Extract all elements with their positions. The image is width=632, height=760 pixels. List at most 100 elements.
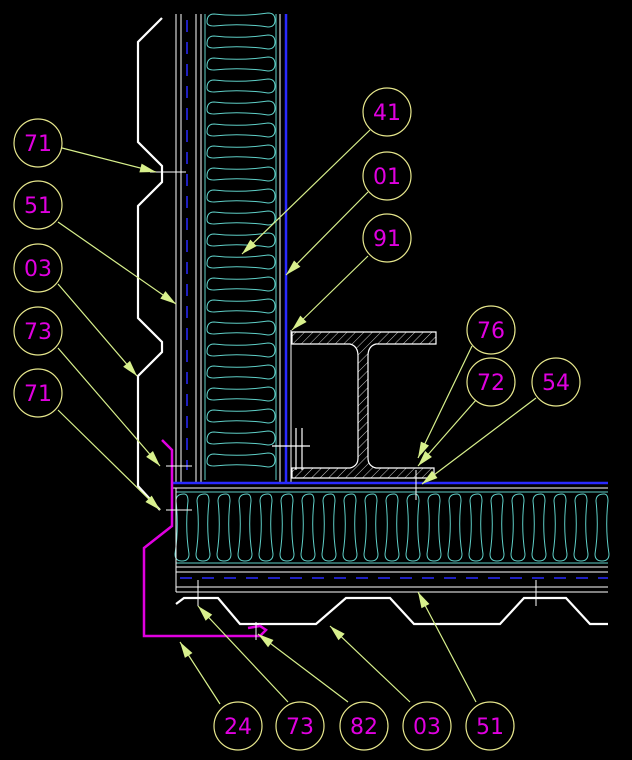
- leader-arrowhead-9: [418, 441, 430, 458]
- wall-insulation-lobe: [206, 166, 276, 182]
- callout-bubble: [13, 306, 63, 356]
- roof-insulation-lobe: [258, 493, 274, 562]
- leader-line-8: [291, 255, 369, 331]
- roof-insulation-lobe: [279, 493, 295, 562]
- callout-c15: 03: [402, 701, 452, 751]
- callout-label: 71: [24, 132, 52, 157]
- callout-c5: 71: [13, 368, 63, 418]
- wall-insulation-lobe: [206, 210, 276, 226]
- callout-bubble: [13, 118, 63, 168]
- wall-insulation-lobe: [206, 144, 276, 160]
- wall-insulation-lobe: [206, 100, 276, 116]
- roof-assembly: [172, 470, 610, 626]
- roof-insulation-pattern: [174, 493, 610, 562]
- callout-c1: 71: [13, 118, 63, 168]
- callout-label: 01: [373, 165, 401, 190]
- callout-bubble: [339, 701, 389, 751]
- leader-arrowhead-16: [418, 592, 430, 609]
- roof-insulation-lobe: [426, 493, 442, 562]
- callout-label: 03: [413, 715, 441, 740]
- callout-label: 82: [350, 715, 378, 740]
- leader-line-6: [241, 129, 371, 255]
- wall-insulation-lobe: [206, 78, 276, 94]
- callout-bubble: [466, 305, 516, 355]
- leader-arrowhead-11: [422, 470, 438, 484]
- wall-insulation-lobe: [206, 364, 276, 380]
- callout-label: 91: [373, 227, 401, 252]
- leader-arrowhead-14: [258, 634, 274, 648]
- roof-insulation-lobe: [342, 493, 358, 562]
- callout-c7: 01: [362, 151, 412, 201]
- roof-insulation-lobe: [573, 493, 589, 562]
- callout-label: 71: [24, 382, 52, 407]
- callout-c11: 54: [531, 357, 581, 407]
- leader-line-2: [57, 221, 177, 305]
- callout-label: 54: [542, 371, 570, 396]
- roof-insulation-lobe: [552, 493, 568, 562]
- wall-outer-profiled-sheet: [136, 17, 164, 511]
- leader-arrowhead-12: [180, 642, 193, 658]
- callout-label: 51: [24, 194, 52, 219]
- wall-insulation-lobe: [206, 12, 276, 28]
- callout-label: 24: [224, 715, 252, 740]
- callout-bubble: [362, 87, 412, 137]
- callout-bubble: [402, 701, 452, 751]
- callout-label: 76: [477, 319, 505, 344]
- wall-insulation-pattern: [206, 12, 276, 468]
- leader-line-5: [57, 409, 161, 511]
- roof-insulation-lobe: [216, 493, 232, 562]
- callout-bubble: [213, 701, 263, 751]
- roof-profiled-deck: [175, 596, 608, 626]
- callout-c14: 82: [339, 701, 389, 751]
- leader-arrowhead-8: [292, 315, 307, 330]
- wall-insulation-lobe: [206, 452, 276, 468]
- wall-insulation-lobe: [206, 386, 276, 402]
- wall-insulation-lobe: [206, 276, 276, 292]
- wall-insulation-lobe: [206, 34, 276, 50]
- leader-arrowhead-3: [123, 360, 137, 376]
- wall-insulation-lobe: [206, 56, 276, 72]
- wall-insulation-lobe: [206, 298, 276, 314]
- leader-arrowhead-10: [418, 451, 432, 466]
- leader-line-15: [329, 625, 411, 703]
- wall-insulation-lobe: [206, 232, 276, 248]
- callout-label: 51: [476, 715, 504, 740]
- callout-bubble: [13, 243, 63, 293]
- callout-label: 72: [477, 371, 505, 396]
- leader-line-11: [421, 397, 537, 485]
- callout-bubble: [275, 701, 325, 751]
- roof-insulation-lobe: [384, 493, 400, 562]
- roof-insulation-lobe: [489, 493, 505, 562]
- callout-bubble: [362, 151, 412, 201]
- leader-line-13: [197, 605, 289, 703]
- leader-line-16: [417, 591, 477, 703]
- leader-line-4: [57, 347, 161, 467]
- roof-insulation-lobe: [510, 493, 526, 562]
- callout-bubble: [13, 180, 63, 230]
- leader-line-7: [285, 191, 369, 276]
- callout-bubble: [466, 357, 516, 407]
- leader-arrowhead-4: [146, 450, 160, 466]
- flashing-profile: [142, 439, 268, 638]
- callout-c4: 73: [13, 306, 63, 356]
- callout-label: 03: [24, 257, 52, 282]
- leader-arrowhead-13: [198, 606, 213, 621]
- callout-label: 73: [286, 715, 314, 740]
- callout-c3: 03: [13, 243, 63, 293]
- leader-line-9: [417, 345, 473, 459]
- callout-label: 73: [24, 320, 52, 345]
- callout-bubble: [362, 213, 412, 263]
- corner-flashing: [142, 439, 268, 638]
- roof-insulation-lobe: [300, 493, 316, 562]
- roof-insulation-lobe: [363, 493, 379, 562]
- callout-bubble: [13, 368, 63, 418]
- callout-c9: 76: [466, 305, 516, 355]
- leader-arrowhead-6: [242, 239, 257, 254]
- callout-c8: 91: [362, 213, 412, 263]
- roof-insulation-lobe: [531, 493, 547, 562]
- roof-insulation-lobe: [237, 493, 253, 562]
- wall-insulation-lobe: [206, 430, 276, 446]
- callout-c16: 51: [465, 701, 515, 751]
- wall-assembly: [136, 12, 292, 511]
- leader-arrowhead-15: [330, 626, 345, 641]
